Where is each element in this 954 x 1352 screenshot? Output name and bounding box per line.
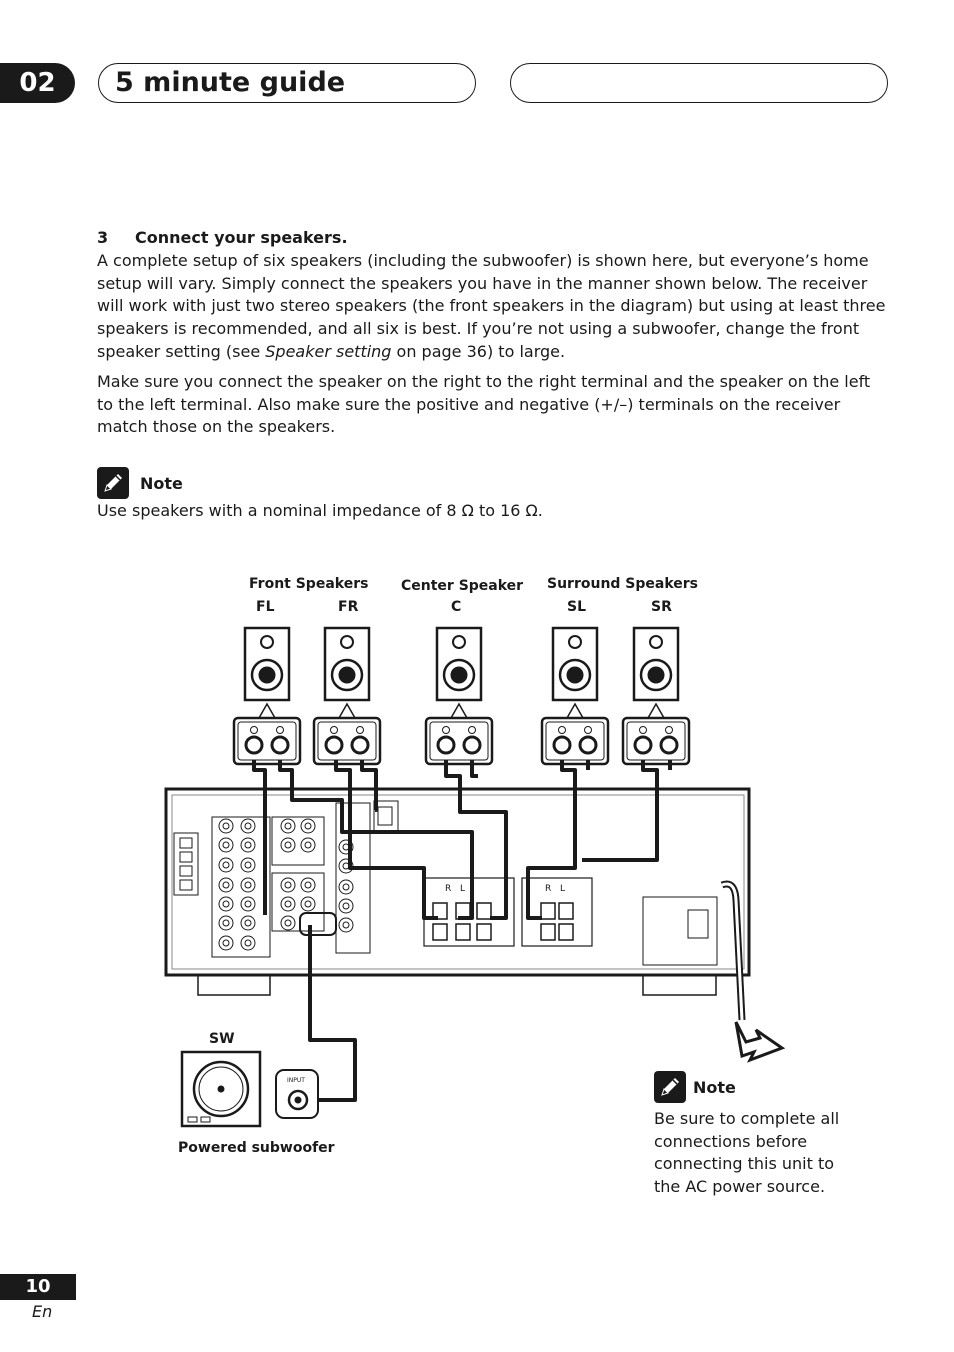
sw-label: SW	[209, 1031, 235, 1047]
front-speakers-label: Front Speakers	[249, 576, 369, 592]
speaker-cabinets	[243, 626, 680, 719]
header-blank-box	[510, 63, 888, 103]
fr-label: FR	[338, 599, 359, 615]
speaker-terminal-plate	[312, 716, 382, 766]
step-heading: 3 Connect your speakers.	[97, 228, 348, 247]
rca-jack	[338, 879, 354, 895]
rca-jack	[300, 896, 316, 912]
note-label: Note	[140, 474, 183, 493]
rca-jack	[218, 935, 234, 951]
rca-jack	[280, 896, 296, 912]
binding-post	[432, 923, 448, 941]
pencil-icon	[654, 1071, 686, 1103]
chapter-title-box: 5 minute guide	[98, 63, 476, 103]
sr-label: SR	[651, 599, 672, 615]
rca-jack	[240, 818, 256, 834]
speaker-cabinet	[551, 626, 599, 719]
speaker-cabinet	[243, 626, 291, 719]
receiver-rear-panel	[164, 787, 751, 996]
binding-post	[455, 923, 471, 941]
speaker-cabinet	[323, 626, 371, 719]
rca-jack	[280, 818, 296, 834]
terminal-r-label: R	[445, 884, 452, 894]
binding-post	[558, 923, 574, 941]
rca-jack	[218, 857, 234, 873]
sub-input-label: INPUT	[287, 1077, 305, 1084]
surround-speakers-label: Surround Speakers	[547, 576, 699, 592]
rca-jack	[218, 915, 234, 931]
step-paragraph-1: A complete setup of six speakers (includ…	[97, 250, 887, 364]
rca-jack	[240, 896, 256, 912]
speaker-cabinet	[632, 626, 680, 719]
subwoofer-caption: Powered subwoofer	[178, 1140, 335, 1156]
chapter-title: 5 minute guide	[115, 67, 346, 98]
rca-jack	[300, 877, 316, 893]
cross-reference: Speaker setting	[265, 341, 392, 361]
binding-post	[540, 902, 556, 920]
center-speaker-label: Center Speaker	[401, 578, 524, 594]
binding-post	[540, 923, 556, 941]
terminal-r-label: R	[545, 884, 552, 894]
terminal-l-label: L	[460, 884, 466, 894]
subwoofer-out-jack	[299, 912, 337, 936]
speaker-terminal-plate	[424, 716, 494, 766]
rca-jack	[240, 857, 256, 873]
page-number: 10	[0, 1274, 76, 1300]
binding-post	[558, 902, 574, 920]
power-cord	[720, 880, 786, 1063]
rca-jack	[280, 877, 296, 893]
rca-jacks	[218, 818, 354, 951]
subwoofer	[180, 1050, 319, 1128]
page-language: En	[32, 1302, 53, 1321]
rca-jack	[218, 877, 234, 893]
paragraph-text: on page 36) to large.	[391, 341, 566, 361]
rca-jack	[240, 877, 256, 893]
rca-jack	[218, 896, 234, 912]
fl-label: FL	[256, 599, 275, 615]
rca-jack	[280, 837, 296, 853]
speaker-terminal-plate	[540, 716, 610, 766]
chapter-number-tab: 02	[0, 63, 75, 103]
paragraph-text: A complete setup of six speakers (includ…	[97, 251, 886, 361]
rca-jack	[300, 837, 316, 853]
note-label: Note	[693, 1078, 736, 1097]
speaker-cables	[252, 760, 672, 1102]
speaker-terminal-plate	[232, 716, 302, 766]
step-number: 3	[97, 228, 109, 247]
speaker-terminal-plate	[621, 716, 691, 766]
rca-jack	[218, 818, 234, 834]
rca-jack	[338, 898, 354, 914]
rca-jack	[240, 935, 256, 951]
binding-post	[476, 923, 492, 941]
rca-jack	[240, 837, 256, 853]
speaker-terminals	[232, 716, 691, 766]
rca-jack	[338, 917, 354, 933]
pencil-icon	[97, 467, 129, 499]
rca-jack	[240, 915, 256, 931]
c-label: C	[451, 599, 462, 615]
step-title: Connect your speakers.	[135, 228, 348, 247]
terminal-l-label: L	[560, 884, 566, 894]
step-paragraph-2: Make sure you connect the speaker on the…	[97, 372, 871, 437]
speaker-cabinet	[435, 626, 483, 719]
rca-jack	[218, 837, 234, 853]
rca-jack	[280, 915, 296, 931]
binding-post	[476, 902, 492, 920]
rca-jack	[300, 818, 316, 834]
sl-label: SL	[567, 599, 587, 615]
note-text: Use speakers with a nominal impedance of…	[97, 501, 543, 520]
binding-post	[432, 902, 448, 920]
note-text: Be sure to complete all connections befo…	[654, 1109, 840, 1197]
